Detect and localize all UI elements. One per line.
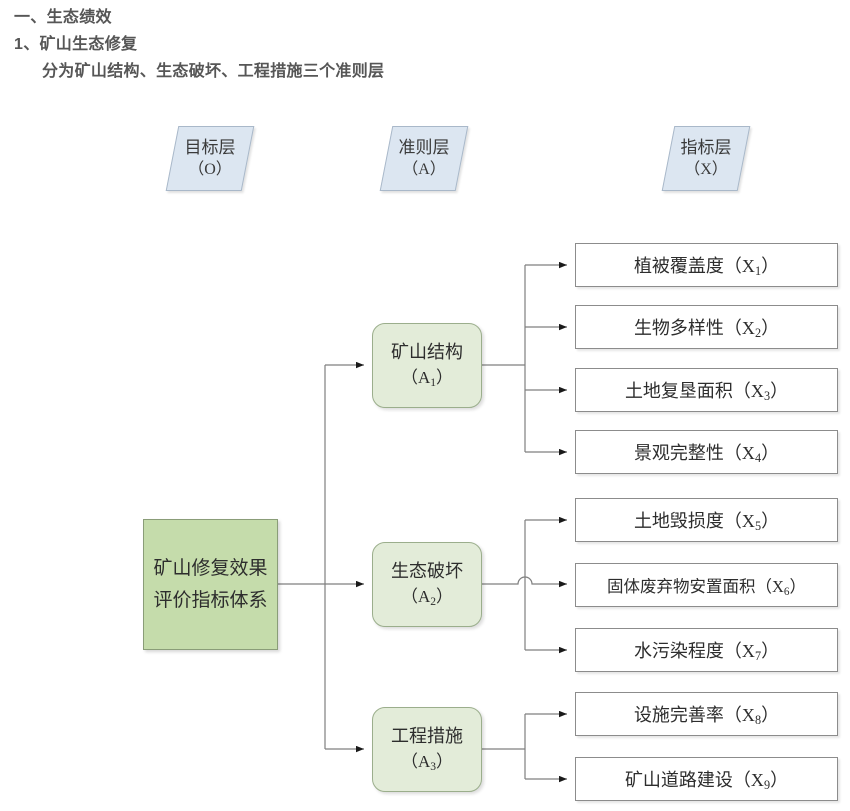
indicator-box-x1: 植被覆盖度（X1） (575, 243, 838, 287)
criterion-box-a1-label: 矿山结构 (391, 341, 463, 362)
criterion-box-a3: 工程措施 （A3） (372, 707, 482, 792)
heading-block: 一、生态绩效 1、矿山生态修复 分为矿山结构、生态破坏、工程措施三个准则层 (0, 0, 850, 85)
indicator-box-x7-label: 水污染程度（X7） (633, 641, 780, 664)
indicator-layer-tag-code: （X） (684, 160, 728, 178)
criterion-box-a2-label: 生态破坏 (391, 560, 463, 581)
link-a2-trunk (482, 576, 567, 588)
criterion-layer-tag-code: （A） (402, 160, 446, 178)
goal-layer-tag: 目标层 （O） (165, 126, 255, 191)
heading-description: 分为矿山结构、生态破坏、工程措施三个准则层 (42, 63, 385, 80)
indicator-box-x3-label: 土地复垦面积（X3） (624, 381, 789, 404)
indicator-box-x8: 设施完善率（X8） (575, 692, 838, 736)
indicator-box-x5-label: 土地毁损度（X5） (633, 511, 780, 534)
criterion-box-a3-label: 工程措施 (391, 725, 463, 746)
indicator-box-x3: 土地复垦面积（X3） (575, 368, 838, 412)
goal-layer-tag-title: 目标层 (184, 137, 236, 157)
indicator-box-x4-label: 景观完整性（X4） (633, 443, 780, 466)
criterion-box-a3-code: （A3） (400, 751, 454, 773)
criterion-box-a2-code: （A2） (400, 586, 454, 608)
indicator-layer-tag-title: 指标层 (680, 137, 732, 157)
criterion-box-a2: 生态破坏 （A2） (372, 542, 482, 627)
indicator-box-x4: 景观完整性（X4） (575, 430, 838, 474)
criterion-box-a1-code: （A1） (400, 367, 454, 389)
indicator-box-x7: 水污染程度（X7） (575, 628, 838, 672)
indicator-box-x9: 矿山道路建设（X9） (575, 757, 838, 801)
indicator-box-x8-label: 设施完善率（X8） (633, 705, 780, 728)
indicator-box-x2: 生物多样性（X2） (575, 305, 838, 349)
goal-box: 矿山修复效果评价指标体系 (143, 519, 278, 650)
goal-layer-tag-code: （O） (188, 160, 232, 178)
criterion-layer-tag: 准则层 （A） (379, 126, 469, 191)
criterion-layer-tag-title: 准则层 (398, 137, 450, 157)
indicator-box-x2-label: 生物多样性（X2） (633, 318, 780, 341)
heading-section-title: 一、生态绩效 (14, 9, 112, 26)
goal-box-label: 矿山修复效果评价指标体系 (153, 557, 268, 611)
indicator-layer-tag: 指标层 （X） (661, 126, 751, 191)
indicator-box-x6-label: 固体废弃物安置面积（X6） (606, 577, 807, 599)
indicator-box-x1-label: 植被覆盖度（X1） (633, 256, 780, 279)
criterion-box-a1: 矿山结构 （A1） (372, 323, 482, 408)
indicator-box-x6: 固体废弃物安置面积（X6） (575, 563, 838, 607)
heading-subsection-title: 1、矿山生态修复 (14, 36, 138, 53)
indicator-box-x9-label: 矿山道路建设（X9） (624, 770, 789, 793)
indicator-box-x5: 土地毁损度（X5） (575, 498, 838, 542)
